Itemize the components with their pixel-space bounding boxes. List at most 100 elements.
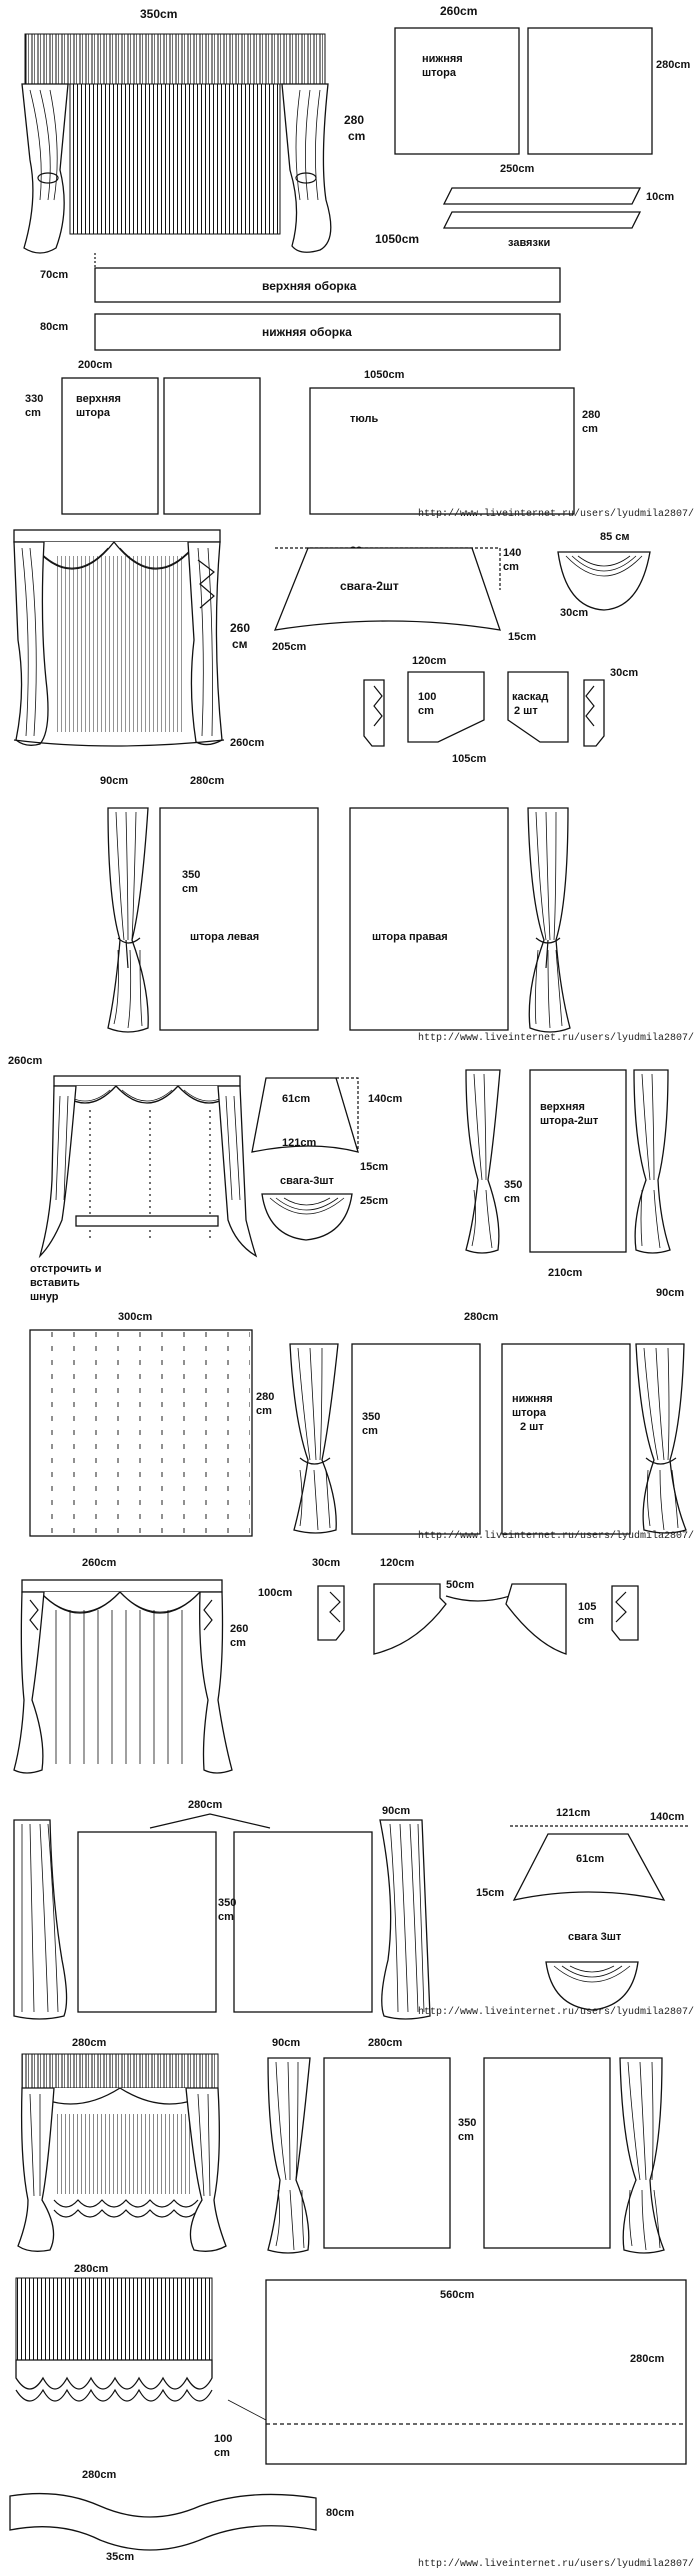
- label-cascade-qty: 2 шт: [514, 705, 538, 717]
- label-curtain-right: штора правая: [372, 931, 448, 943]
- dim-280cm: 280cm: [188, 1799, 222, 1811]
- curtain-illustration-2: [13, 529, 225, 747]
- watermark-url-5: http://www.liveinternet.ru/users/lyudmil…: [418, 2558, 694, 2570]
- panel-upper-curtain-right: [163, 377, 261, 515]
- dim-30cm: 30cm: [560, 607, 588, 619]
- label-swag-3pcs-7: свага 3шт: [568, 1931, 622, 1943]
- label-swag-2pcs: свага-2шт: [340, 579, 399, 593]
- curtain-side-right-4: [633, 1069, 671, 1254]
- panel-roman-blind-stitching: [32, 1332, 250, 1534]
- dim-100-unit: cm: [214, 2447, 230, 2459]
- dim-350-unit: cm: [458, 2131, 474, 2143]
- dim-80cm: 80cm: [40, 321, 68, 333]
- label-upper-4: верхняя: [540, 1101, 585, 1113]
- dim-90cm: 90cm: [272, 2037, 300, 2049]
- watermark-url-3: http://www.liveinternet.ru/users/lyudmil…: [418, 1530, 694, 1542]
- dim-205cm: 205cm: [272, 641, 306, 653]
- curtain-side-left-4: [465, 1069, 501, 1254]
- dim-260-unit: см: [232, 637, 248, 651]
- panel-curtain-8-right: [483, 2057, 611, 2249]
- curtain-side-left-7: [13, 1819, 68, 2020]
- dim-350-num: 350: [362, 1411, 380, 1423]
- dim-120cm: 120cm: [412, 655, 446, 667]
- dim-35cm: 35cm: [106, 2551, 134, 2563]
- panel-roman-blind-9: [265, 2279, 687, 2465]
- curtain-side-right-5: [635, 1343, 687, 1534]
- dim-100cm: 100cm: [258, 1587, 292, 1599]
- label-cord: шнур: [30, 1291, 59, 1303]
- label-lower-5: нижняя: [512, 1393, 553, 1405]
- watermark-url-2: http://www.liveinternet.ru/users/lyudmil…: [418, 1032, 694, 1044]
- panel-curtain-right: [349, 807, 509, 1031]
- label-qty-5: 2 шт: [520, 1421, 544, 1433]
- dim-200cm: 200cm: [78, 359, 112, 371]
- dim-280cm-bottom: 280cm: [74, 2263, 108, 2275]
- dim-350cm: 350cm: [140, 7, 177, 21]
- label-upper-curtain: штора: [76, 407, 111, 419]
- dim-90cm: 90cm: [100, 775, 128, 787]
- dim-100-num: 100: [214, 2433, 232, 2445]
- section-7: 280cm 350 cm 90cm 121cm 140cm 61cm 15cm …: [13, 1799, 694, 2020]
- cascade-pattern: [407, 671, 485, 743]
- label-swag-3pcs: свага-3шт: [280, 1175, 335, 1187]
- dim-280cm: 280cm: [190, 775, 224, 787]
- dim-90cm: 90cm: [656, 1287, 684, 1299]
- curtain-illustration-6: [13, 1579, 233, 1774]
- curtain-side-right-8: [619, 2057, 665, 2254]
- dim-280-unit: cm: [256, 1405, 272, 1417]
- label-lower-valance: нижняя оборка: [262, 325, 352, 339]
- panel-curtain-7-left: [77, 1831, 217, 2013]
- curtain-side-right-3: [527, 807, 571, 1033]
- dim-90cm: 90cm: [382, 1805, 410, 1817]
- dim-140cm: 140cm: [368, 1093, 402, 1105]
- panel-upper-curtain-left: [61, 377, 159, 515]
- curtain-side-left-8: [267, 2057, 311, 2254]
- dim-105-num: 105: [578, 1601, 596, 1613]
- dim-260-num: 260: [230, 621, 250, 635]
- dim-105-unit: cm: [578, 1615, 594, 1627]
- dim-260cm: 260cm: [8, 1055, 42, 1067]
- dim-70cm: 70cm: [40, 269, 68, 281]
- dim-350-num: 350: [504, 1179, 522, 1191]
- dim-15cm: 15cm: [360, 1161, 388, 1173]
- dim-85cm: 85 см: [600, 531, 630, 543]
- dim-280cm: 280cm: [72, 2037, 106, 2049]
- tie-1: [442, 187, 642, 205]
- dim-350-unit: cm: [218, 1911, 234, 1923]
- dim-350-unit: cm: [362, 1425, 378, 1437]
- dim-15cm: 15cm: [476, 1887, 504, 1899]
- dim-560cm: 560cm: [440, 2289, 474, 2301]
- dim-350-num: 350: [182, 869, 200, 881]
- dim-1050cm: 1050cm: [375, 232, 419, 246]
- label-cascade: каскад: [512, 691, 548, 703]
- swag-pattern-2pcs: [273, 547, 501, 631]
- dim-105cm: 105cm: [452, 753, 486, 765]
- panel-lower-curtain-5-left: [351, 1343, 481, 1535]
- dim-121cm: 121cm: [282, 1137, 316, 1149]
- curtain-side-right-7: [379, 1819, 431, 2020]
- dim-280cm: 280cm: [656, 59, 690, 71]
- dim-280-num: 280: [256, 1391, 274, 1403]
- label-insert: вставить: [30, 1277, 80, 1289]
- cascade-pattern-2: [507, 671, 569, 743]
- curtain-side-left-5: [289, 1343, 339, 1534]
- dim-330-unit: cm: [25, 407, 41, 419]
- section-6: 260cm 260 cm 100cm 30cm 120cm 50cm 105 c…: [13, 1557, 639, 1774]
- dim-260cm: 260cm: [230, 737, 264, 749]
- dim-260cm: 260cm: [440, 4, 477, 18]
- label-curtain-left: штора левая: [190, 931, 259, 943]
- swag-draped-7: [545, 1961, 639, 2011]
- dim-330-num: 330: [25, 393, 43, 405]
- dim-260-unit: cm: [230, 1637, 246, 1649]
- dim-280cm-pelmet: 280cm: [82, 2469, 116, 2481]
- dim-300cm: 300cm: [118, 1311, 152, 1323]
- dim-280cm: 280cm: [630, 2353, 664, 2365]
- dim-80cm: 80cm: [326, 2507, 354, 2519]
- panel-lower-curtain-right: [527, 27, 653, 155]
- swag-pattern-7: [512, 1833, 666, 1901]
- curtain-illustration-1: [21, 33, 332, 254]
- dim-25cm: 25cm: [360, 1195, 388, 1207]
- dim-120cm: 120cm: [380, 1557, 414, 1569]
- label-upper: верхняя: [76, 393, 121, 405]
